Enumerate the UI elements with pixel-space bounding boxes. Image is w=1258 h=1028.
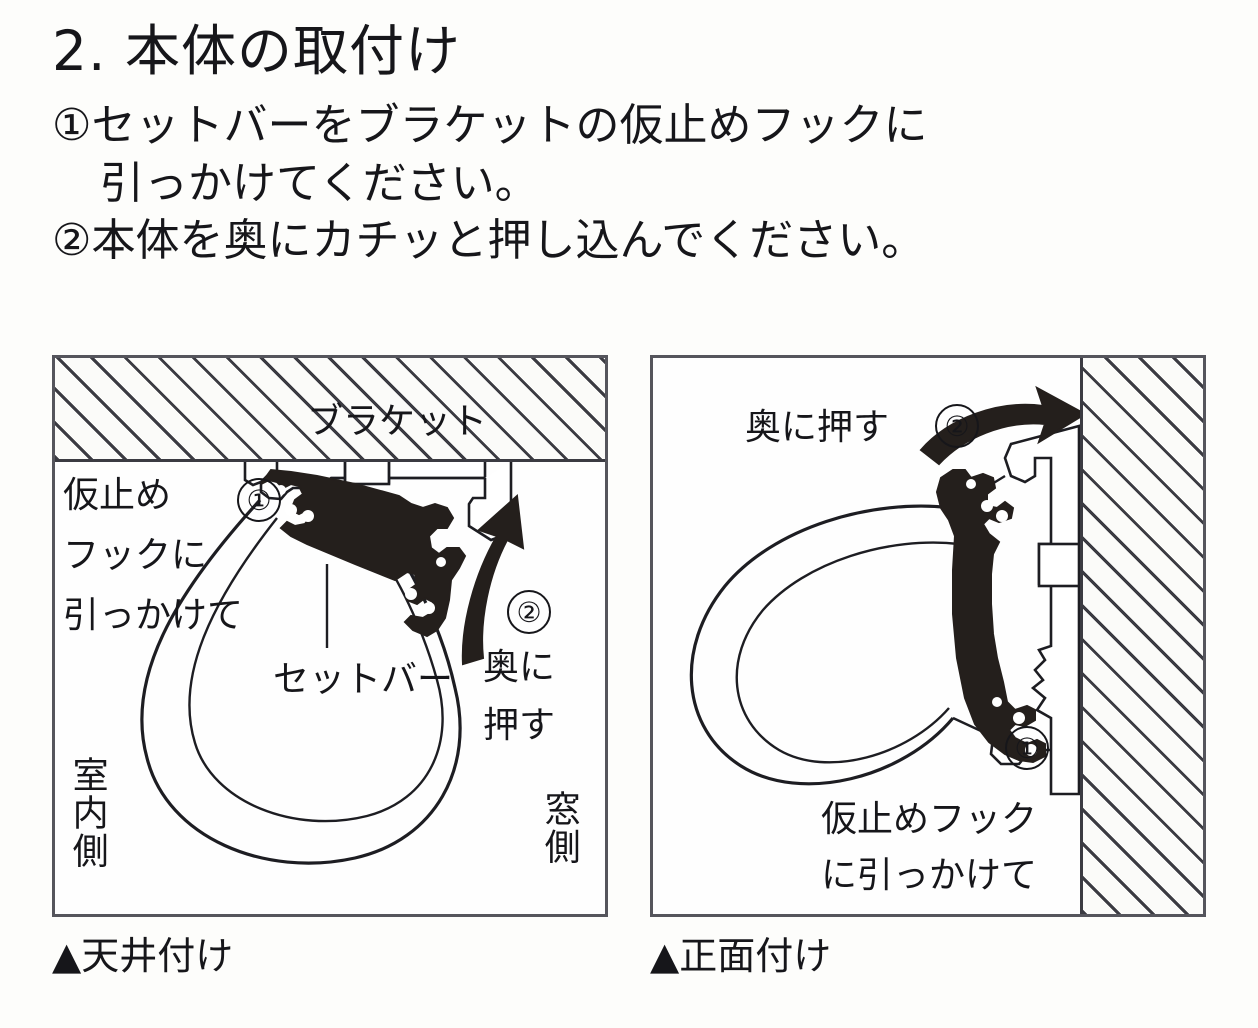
- setbar-notch-3: [966, 479, 976, 489]
- instruction-step-2: ②本体を奥にカチッと押し込んでください。: [52, 214, 926, 266]
- heading-block: 2. 本体の取付け ①セットバーをブラケットの仮止めフックに 引っかけてください…: [52, 19, 1052, 269]
- shade-body-inner: [188, 517, 444, 823]
- wall-bracket-profile: [1003, 424, 1081, 796]
- label-temp-hook-line-3: 引っかけて: [63, 595, 244, 636]
- setbar-notch-4: [1013, 712, 1025, 724]
- callout-step-1: ①: [237, 478, 281, 522]
- wall-hatch-area: [1080, 358, 1203, 914]
- ceiling-mount-drawing: [140, 430, 525, 865]
- page-title: 2. 本体の取付け: [52, 19, 461, 83]
- label-temp-hook-line-1: 仮止め: [63, 475, 172, 516]
- setbar-notch-2: [302, 510, 314, 522]
- figure-ceiling-mount: ブラケット 仮止め フックに 引っかけて ① ② セットバー 奥に 押す 室内側…: [52, 355, 608, 917]
- caption-face-mount: ▲正面付け: [650, 934, 832, 978]
- ceiling-hatch-area: [55, 358, 605, 462]
- label-push-line-2: 押す: [483, 705, 556, 746]
- setbar-notch-1: [981, 500, 993, 512]
- setbar-notch-3: [405, 588, 417, 600]
- label-temp-hook-line-2: に引っかけて: [821, 855, 1038, 896]
- setbar-notch-6: [436, 557, 446, 567]
- setbar-notch-1: [285, 504, 297, 516]
- callout-step-2: ②: [507, 590, 551, 634]
- label-window-side: 窓側: [538, 790, 580, 866]
- wall-bracket-screw: [1037, 542, 1081, 588]
- shade-body-inner: [735, 541, 960, 764]
- callout-step-1: ①: [1005, 726, 1049, 770]
- caption-ceiling-mount: ▲天井付け: [52, 934, 234, 978]
- instruction-steps: ①セットバーをブラケットの仮止めフックに 引っかけてください。 ②本体を奥にカチ…: [52, 97, 1052, 269]
- label-setbar: セットバー: [273, 659, 454, 700]
- figure-face-mount: 奥に押す ② ① 仮止めフック に引っかけて: [650, 355, 1206, 917]
- label-bracket: ブラケット: [307, 401, 488, 442]
- shade-body-outer: [689, 504, 955, 786]
- instruction-step-1-line-2: 引っかけてください。: [100, 157, 539, 209]
- push-arrow: [461, 493, 525, 666]
- setbar-notch-4: [423, 602, 435, 614]
- setbar-notch-6: [992, 697, 1002, 707]
- shade-body-outer: [140, 498, 462, 865]
- callout-step-2: ②: [935, 404, 979, 448]
- label-temp-hook-line-2: フックに: [63, 535, 208, 576]
- setbar-profile: [260, 468, 467, 638]
- figure-row: ブラケット 仮止め フックに 引っかけて ① ② セットバー 奥に 押す 室内側…: [0, 352, 1258, 972]
- label-indoor-side: 室内側: [66, 756, 108, 870]
- instruction-step-1-line-1: ①セットバーをブラケットの仮止めフックに: [52, 100, 928, 152]
- setbar-notch-2: [996, 510, 1008, 522]
- label-temp-hook-line-1: 仮止めフック: [821, 799, 1038, 840]
- label-push: 奥に押す: [745, 407, 890, 448]
- label-push-line-1: 奥に: [483, 647, 556, 688]
